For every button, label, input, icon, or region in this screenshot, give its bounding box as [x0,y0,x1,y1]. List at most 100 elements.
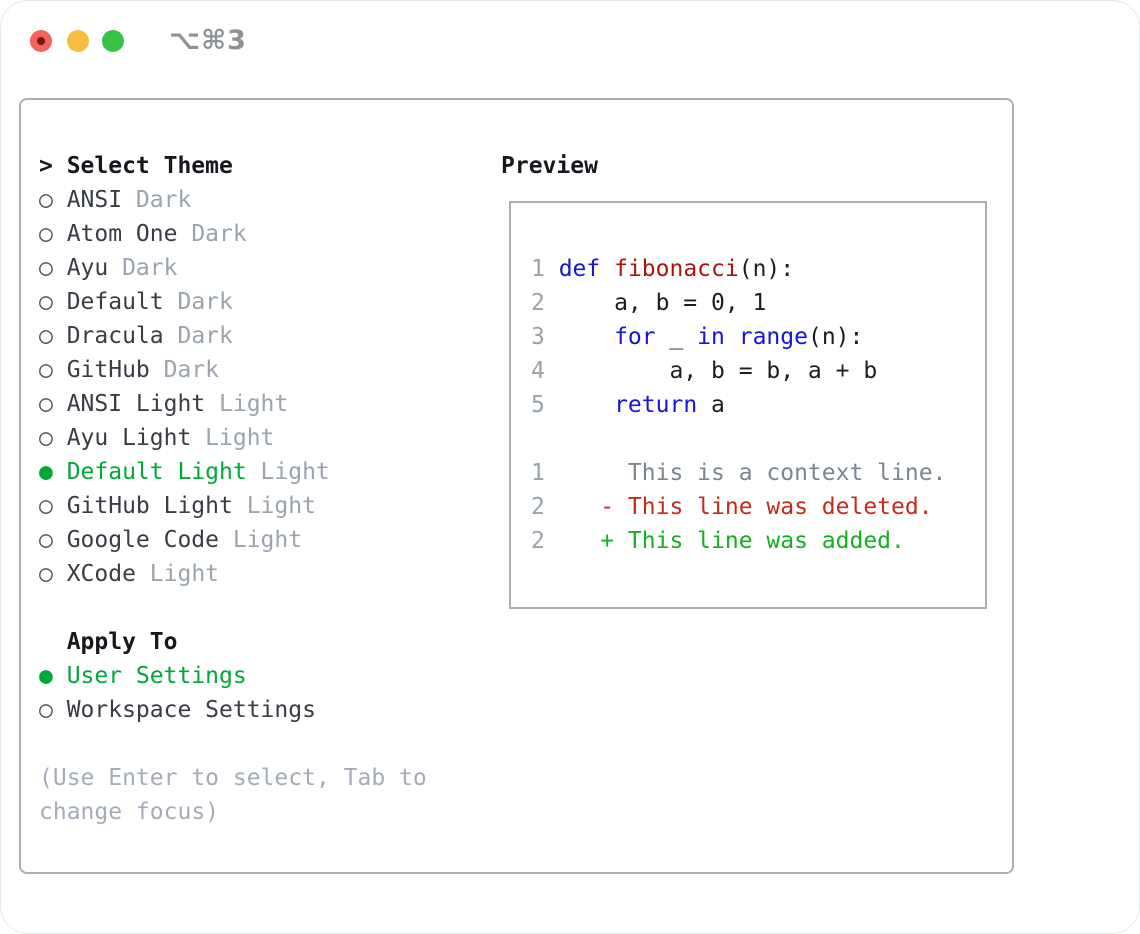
apply-option-user-settings[interactable]: ● User Settings [39,659,489,693]
radio-off-icon: ○ [39,527,53,553]
code-token [725,324,739,350]
line-number: 1 [531,460,545,486]
select-theme-header: > Select Theme [39,149,489,183]
code-line: 1 def fibonacci(n): [531,252,946,286]
radio-off-icon: ○ [39,187,53,213]
diff-text: + This line was added. [558,528,905,554]
code-token: for [614,324,656,350]
theme-name: Ayu Light [66,425,192,451]
theme-name: Atom One [66,221,178,247]
zoom-button[interactable] [102,30,124,52]
diff-text: - This line was deleted. [558,494,933,520]
code-line: 2 a, b = 0, 1 [531,286,946,320]
code-token: fibonacci [614,256,739,282]
radio-off-icon: ○ [39,425,53,451]
title-bar: ⌥⌘3 [1,1,1139,81]
code-line: 5 return a [531,388,946,422]
code-token: in [697,324,725,350]
line-number: 4 [531,358,545,384]
theme-variant-tag: Dark [135,187,192,213]
radio-off-icon: ○ [39,221,53,247]
radio-off-icon: ○ [39,391,53,417]
theme-name: ANSI Light [66,391,206,417]
radio-off-icon: ○ [39,561,53,587]
apply-option-label: Workspace Settings [66,697,316,723]
theme-variant-tag: Light [149,561,220,587]
line-number: 5 [531,392,545,418]
theme-variant-tag: Dark [177,323,233,349]
diff-text: This is a context line. [558,460,947,486]
apply-to-header-label: Apply To [66,629,178,655]
help-text-line2: change focus) [39,799,220,825]
window-title: ⌥⌘3 [169,25,247,56]
theme-option-ayu-light[interactable]: ○ Ayu Light Light [39,421,489,455]
code-token: range [738,324,808,350]
code-line: 3 for _ in range(n): [531,320,946,354]
radio-on-icon: ● [39,663,53,689]
minimize-button[interactable] [67,30,89,52]
radio-off-icon: ○ [39,323,53,349]
help-text-line1: (Use Enter to select, Tab to [39,765,427,791]
line-number: 1 [531,256,545,282]
spacer-row [39,591,489,625]
close-button[interactable] [30,30,52,52]
code-token: a [697,392,725,418]
code-token: return [614,392,698,418]
code-token: (n): [738,256,795,282]
diff-deleted-line: 2 - This line was deleted. [531,490,946,524]
code-token [600,256,614,282]
preview-header-label: Preview [501,153,598,179]
radio-off-icon: ○ [39,255,53,281]
theme-name: ANSI [66,187,123,213]
theme-variant-tag: Light [232,527,303,553]
theme-variant-tag: Light [219,391,289,417]
code-line: 4 a, b = b, a + b [531,354,946,388]
code-line-blank [531,422,946,456]
code-token [559,392,614,418]
theme-option-google-code[interactable]: ○ Google Code Light [39,523,489,557]
code-token: (n): [807,324,864,350]
theme-option-ansi-dark[interactable]: ○ ANSI Dark [39,183,489,217]
theme-name: Google Code [66,527,220,553]
theme-variant-tag: Light [205,425,275,451]
theme-name: GitHub Light [66,493,233,519]
radio-on-icon: ● [39,459,53,485]
line-number: 3 [531,324,545,350]
theme-name: Ayu [66,255,109,281]
code-token: a, b = 0, 1 [558,290,767,316]
theme-option-ansi-light[interactable]: ○ ANSI Light Light [39,387,489,421]
apply-option-label: User Settings [66,663,247,689]
cursor-icon: > [39,153,53,179]
line-number: 2 [531,528,545,554]
theme-option-dracula-dark[interactable]: ○ Dracula Dark [39,319,489,353]
radio-off-icon: ○ [39,289,53,315]
theme-name: XCode [66,561,136,587]
theme-name: Dracula [66,323,164,349]
theme-name: Default [66,289,164,315]
apply-to-header: Apply To [39,625,489,659]
theme-option-atom-one-dark[interactable]: ○ Atom One Dark [39,217,489,251]
code-token: def [558,256,601,282]
theme-variant-tag: Dark [191,221,247,247]
code-token: _ [655,324,698,350]
apply-option-workspace-settings[interactable]: ○Workspace Settings [39,693,489,727]
code-token: a, b = b, a + b [558,358,878,384]
radio-off-icon: ○ [39,357,53,383]
code-token [559,324,614,350]
theme-variant-tag: Light [260,459,330,485]
diff-context-line: 1 This is a context line. [531,456,946,490]
line-number: 2 [531,494,545,520]
radio-off-icon: ○ [39,493,53,519]
select-theme-header-label: Select Theme [66,153,233,179]
theme-option-xcode[interactable]: ○ XCode Light [39,557,489,591]
diff-added-line: 2 + This line was added. [531,524,946,558]
